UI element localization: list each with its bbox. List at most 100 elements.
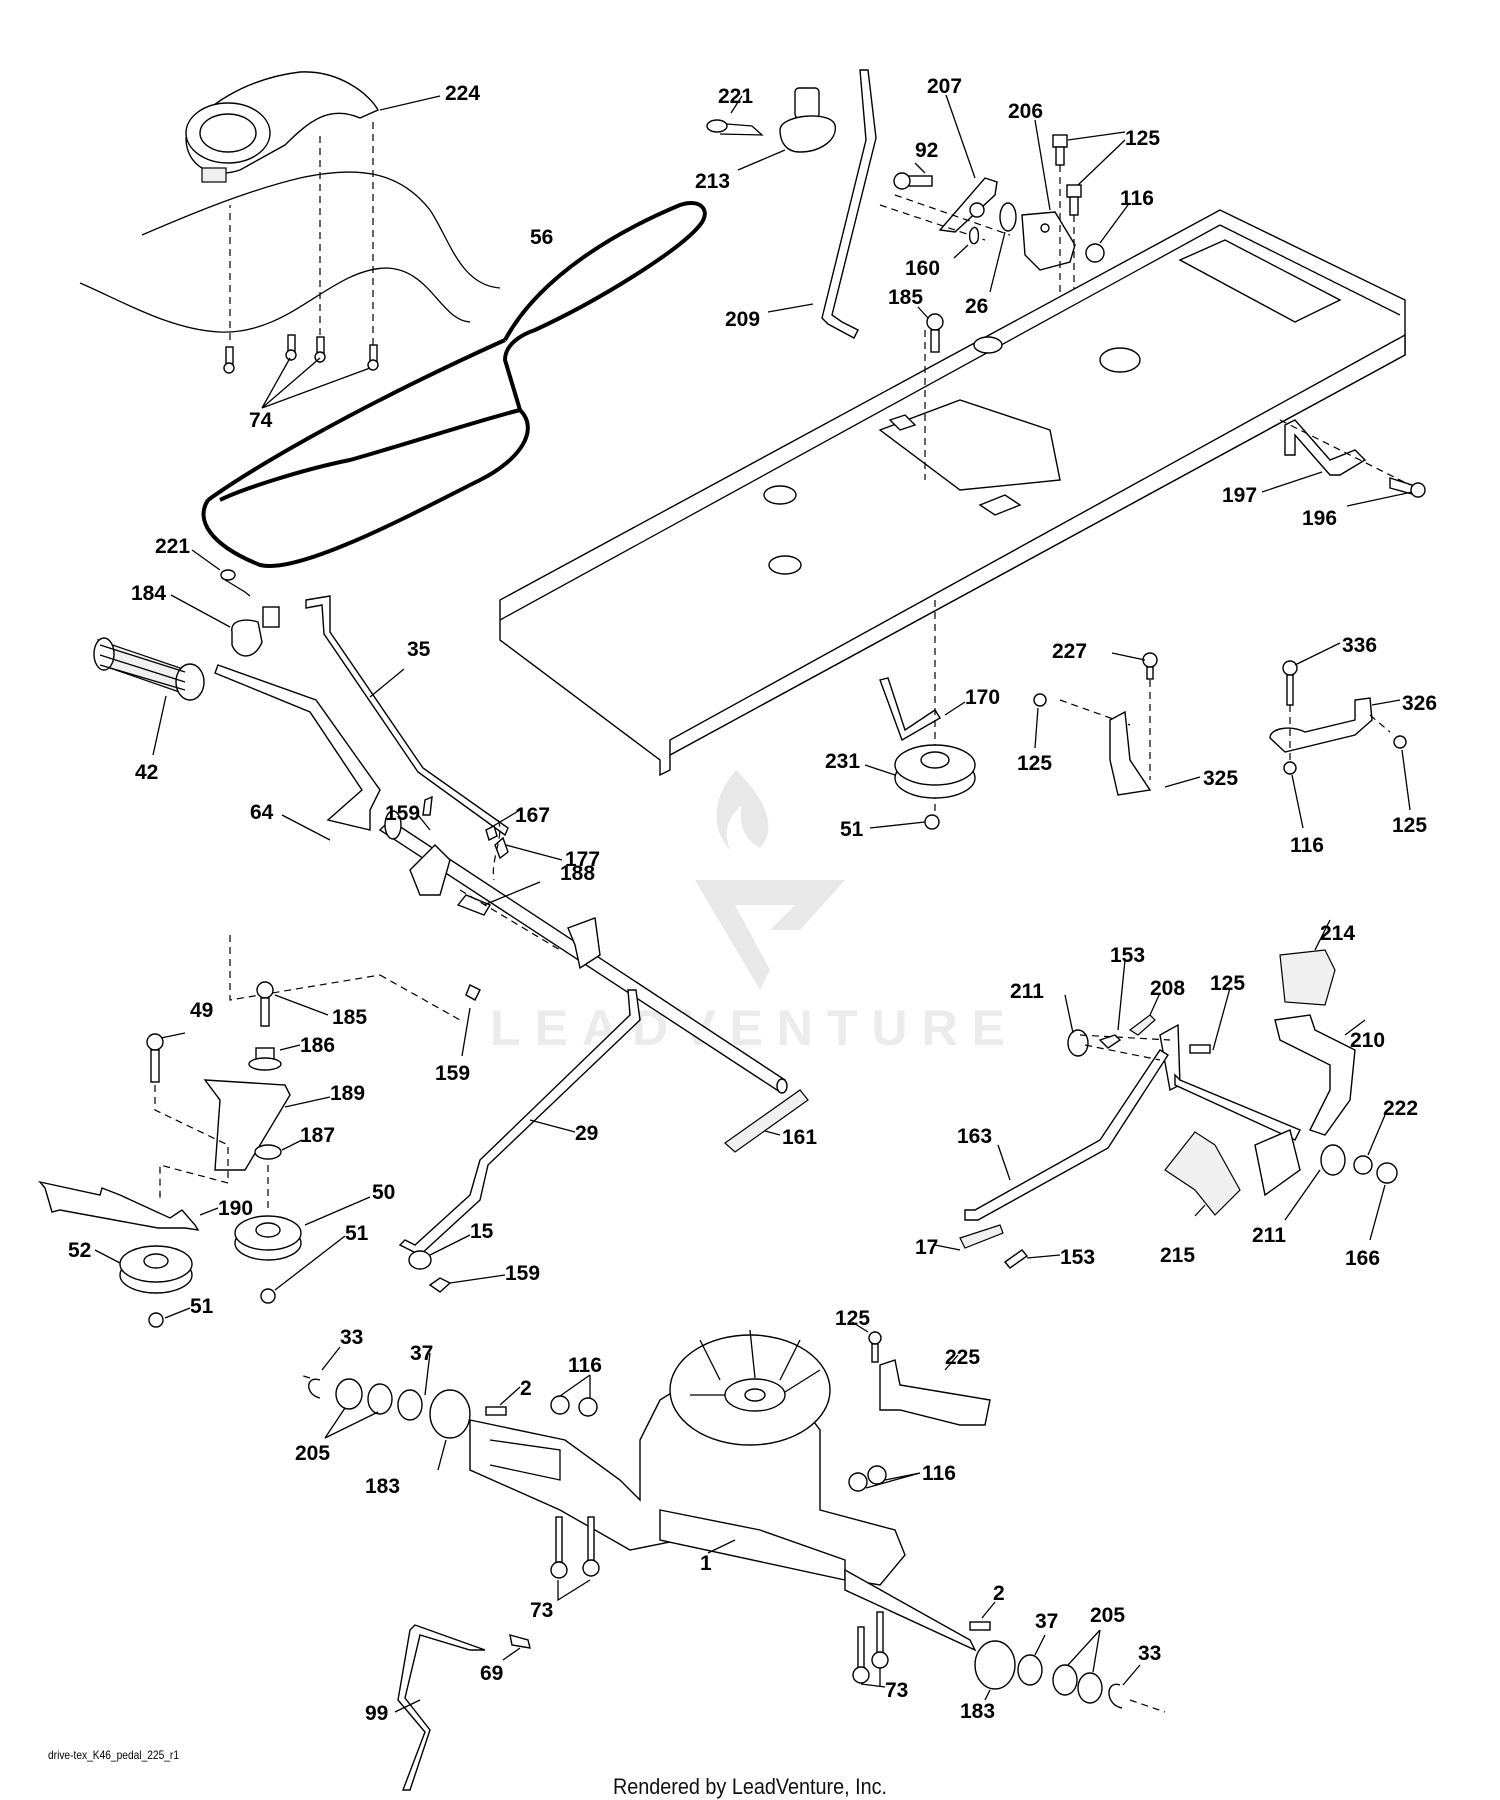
key-2 (485, 1406, 507, 1416)
callout-189: 189 (330, 1082, 365, 1105)
callout-213: 213 (695, 170, 730, 193)
callout-185b: 185 (332, 1006, 367, 1029)
ring-166 (1376, 1162, 1398, 1184)
callout-125e: 125 (835, 1307, 870, 1330)
callout-205: 205 (295, 1442, 330, 1465)
cotter-pin-159 (422, 795, 433, 816)
callout-64: 64 (250, 801, 274, 824)
pulley-52 (119, 1245, 193, 1294)
callout-15: 15 (470, 1220, 494, 1243)
callout-163: 163 (957, 1125, 992, 1148)
callout-99: 99 (365, 1702, 388, 1725)
callout-26: 26 (965, 295, 988, 318)
spring-69 (509, 1634, 531, 1649)
callout-227: 227 (1052, 640, 1087, 663)
callout-51: 51 (840, 818, 864, 841)
watermark-text: LEADVENTURE (490, 1000, 1019, 1056)
callout-170: 170 (965, 686, 1000, 709)
callout-2: 2 (520, 1377, 532, 1400)
washer-205 (335, 1378, 363, 1410)
bolt-227 (1142, 652, 1158, 680)
washer-205b (367, 1383, 393, 1415)
rod-99 (397, 1624, 486, 1791)
callout-17: 17 (915, 1236, 938, 1259)
callout-159c: 159 (505, 1262, 540, 1285)
screw-125-right (1393, 735, 1407, 749)
callout-205b: 205 (1090, 1604, 1125, 1627)
e-clip-33 (308, 1378, 321, 1399)
bolt-336 (1282, 660, 1298, 706)
callout-207: 207 (927, 75, 962, 98)
drive-belt-56 (201, 201, 707, 569)
callout-69: 69 (480, 1662, 503, 1685)
pedal-plate (1254, 1129, 1301, 1197)
hairpin-160 (968, 226, 980, 245)
callout-206: 206 (1008, 100, 1043, 123)
cotter-pin-159-bottom (428, 1277, 452, 1293)
callout-336: 336 (1342, 634, 1377, 657)
callout-116: 116 (1120, 187, 1154, 210)
bolt-185 (256, 981, 274, 1027)
bushing-211-right (1320, 1144, 1346, 1176)
callout-225: 225 (945, 1346, 980, 1369)
callout-33b: 33 (1138, 1642, 1161, 1665)
callout-183b: 183 (960, 1700, 995, 1723)
nut-51-idler (924, 814, 940, 830)
arm-188 (456, 894, 492, 916)
pedal-shaft-right (1174, 1073, 1301, 1141)
spring-208 (1128, 1014, 1156, 1036)
callout-51c: 51 (190, 1295, 214, 1318)
bracket-225 (879, 1359, 991, 1426)
spring-161 (724, 1089, 809, 1153)
callout-49: 49 (190, 999, 213, 1022)
callout-231: 231 (825, 750, 860, 773)
callout-183: 183 (365, 1475, 400, 1498)
shoulder-bolt-92 (893, 172, 933, 190)
washer-15 (408, 1250, 432, 1270)
pedal-pad-215 (1164, 1131, 1241, 1216)
idler-pulley-231 (894, 744, 976, 799)
hairpin-clip-221-lower (220, 569, 251, 597)
callout-186: 186 (300, 1034, 335, 1057)
bearing-183-right (974, 1640, 1016, 1690)
screws-74 (223, 334, 379, 374)
nut-116-trans-c (848, 1472, 868, 1492)
cotter-pin-159-lower (465, 984, 481, 1001)
callout-326: 326 (1402, 692, 1437, 715)
bracket-plate (567, 917, 601, 970)
callout-153: 153 (1110, 944, 1145, 967)
plate-206 (1021, 211, 1076, 271)
rod-29 (398, 989, 641, 1256)
callout-73: 73 (530, 1599, 553, 1622)
callout-116b: 116 (1290, 834, 1324, 857)
callout-37b: 37 (1035, 1610, 1058, 1633)
bracket-325 (1109, 710, 1152, 796)
callout-74: 74 (249, 409, 273, 432)
callout-196: 196 (1302, 507, 1337, 530)
callout-2b: 2 (993, 1582, 1005, 1605)
clip-167 (485, 825, 498, 841)
shift-arm (409, 844, 451, 896)
washer-37-right (1017, 1654, 1043, 1686)
callout-159: 159 (385, 802, 420, 825)
washer-37 (397, 1389, 423, 1421)
spacer-26 (999, 202, 1017, 232)
clip-177 (494, 836, 509, 860)
pedal-pad-214 (1279, 949, 1336, 1006)
screw-196 (1389, 477, 1426, 498)
hairpin-clip-221 (706, 119, 764, 136)
bolts-73 (550, 1516, 889, 1684)
callout-35: 35 (407, 638, 431, 661)
nut-51-lower (148, 1312, 164, 1328)
screw-125 (1033, 693, 1047, 707)
callout-209: 209 (725, 308, 760, 331)
pedal-arm-210 (1274, 1014, 1356, 1136)
nut-51 (260, 1288, 276, 1304)
callout-167: 167 (515, 804, 550, 827)
bolt-49 (146, 1033, 164, 1083)
nut-116-trans-b (578, 1397, 598, 1417)
diagram-id-caption: drive-tex_K46_pedal_225_r1 (48, 1748, 180, 1762)
grip-42 (93, 637, 205, 701)
callout-116c: 116 (568, 1354, 602, 1377)
nut-116-right (1283, 761, 1297, 775)
